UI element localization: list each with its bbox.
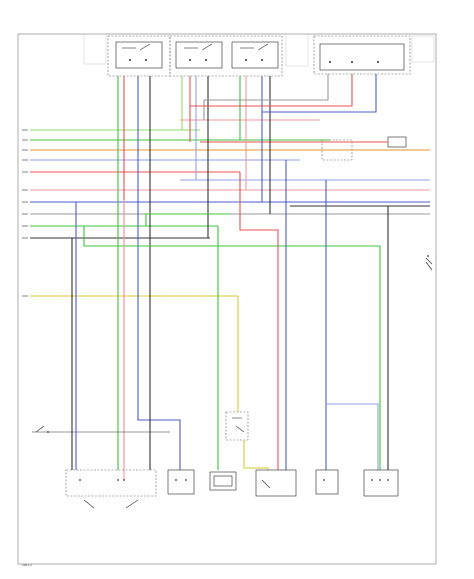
- relay-center-lower: [225, 411, 249, 441]
- relay-block-left: [83, 33, 171, 77]
- bottom-component-3: [209, 471, 237, 491]
- switch-left-lower: [32, 425, 170, 433]
- bottom-component-4: [255, 469, 297, 497]
- fuse-right: [387, 136, 407, 148]
- left-connector-pins: [22, 129, 28, 297]
- bottom-component-6: [363, 469, 399, 497]
- bottom-component-1: [65, 469, 157, 509]
- switch-right: [425, 255, 433, 271]
- vertical-wires: [71, 74, 389, 480]
- horizontal-wires: [30, 119, 430, 297]
- relay-block-middle: [169, 33, 309, 77]
- diagram-frame: [17, 33, 437, 565]
- bottom-component-5: [315, 469, 339, 495]
- footer-code: 2001-2: [22, 563, 32, 567]
- bottom-component-2: [167, 469, 195, 495]
- control-module-top-right: [313, 35, 435, 75]
